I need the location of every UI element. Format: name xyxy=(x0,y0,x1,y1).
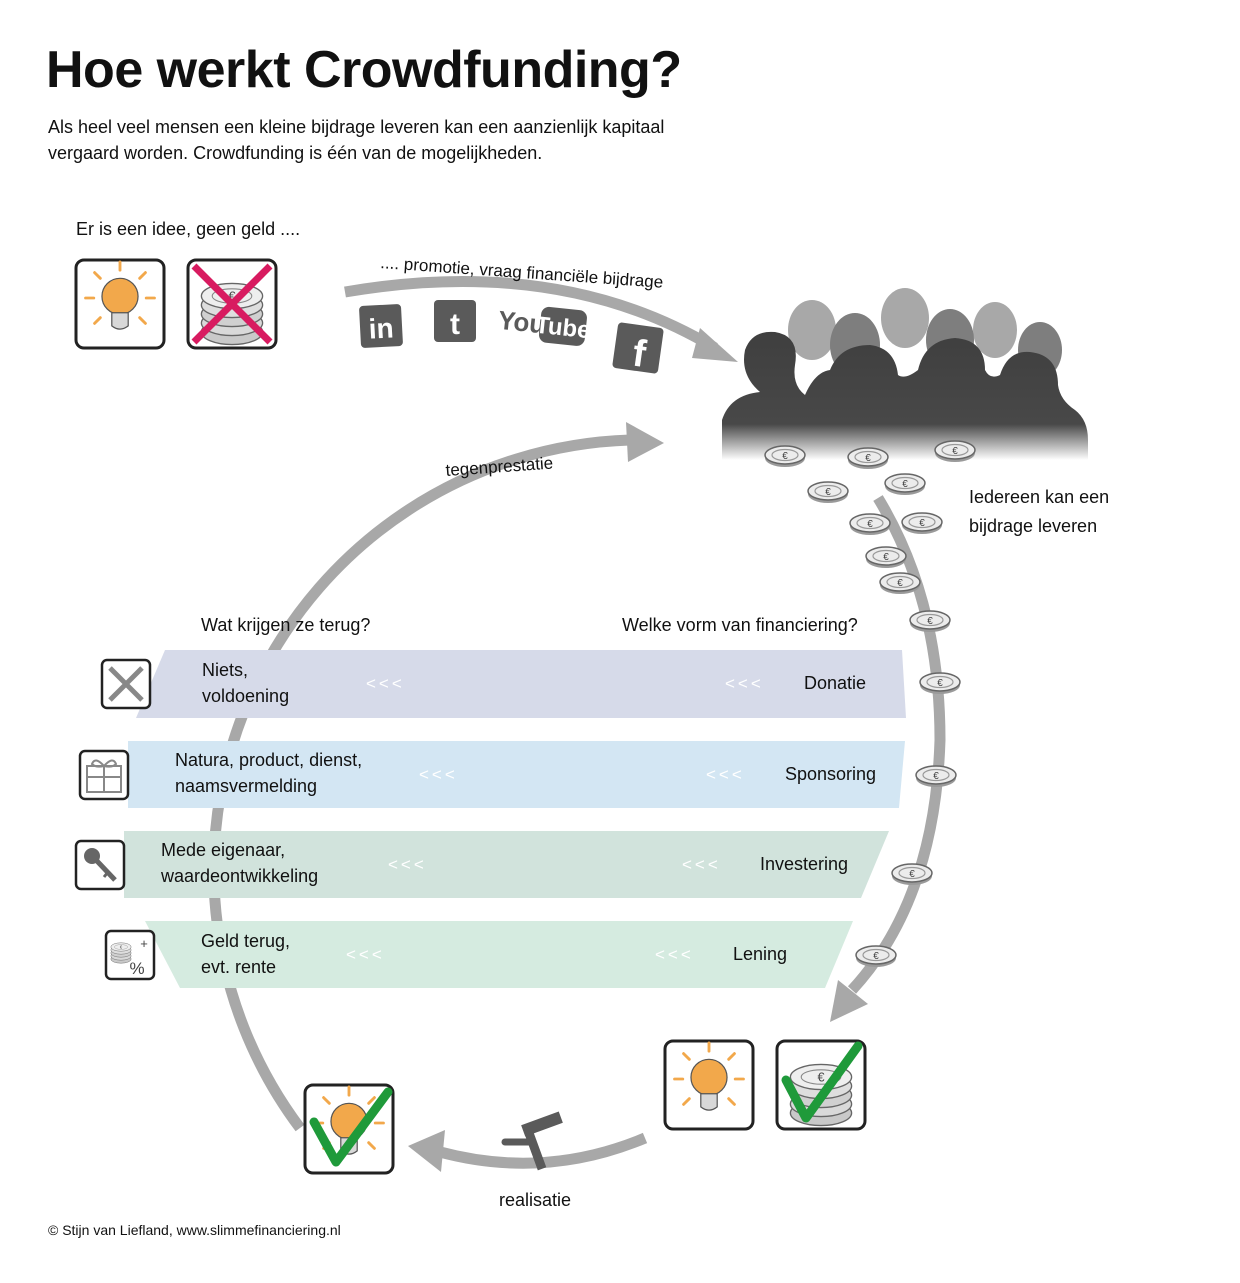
money-check-icon xyxy=(775,1039,867,1131)
return-flow-label: tegenprestatie xyxy=(445,454,554,480)
row-sponsoring-right: Sponsoring xyxy=(785,764,877,784)
row-donatie-right: Donatie xyxy=(804,673,867,693)
funding-arrow xyxy=(847,495,946,994)
row-lening-right: Lening xyxy=(733,944,788,964)
row-sponsoring-arrows-left: <<< xyxy=(419,765,458,784)
promotion-arrow xyxy=(344,276,718,353)
money-percent-icon: + % xyxy=(104,929,156,981)
plus-glyph: + xyxy=(140,936,148,951)
linkedin-glyph: in xyxy=(368,312,394,344)
realised-idea-icon xyxy=(303,1083,395,1175)
idea-bulb-icon xyxy=(74,258,166,350)
row-sponsoring-left-2: naamsvermelding xyxy=(175,776,318,796)
band-donatie xyxy=(136,650,906,718)
table-header-right: Welke vorm van financiering? xyxy=(622,615,858,635)
linkedin-icon: in xyxy=(359,304,403,348)
realisation-label: realisatie xyxy=(499,1190,572,1210)
hammer-icon xyxy=(501,1111,563,1171)
row-investering-arrows-right: <<< xyxy=(682,855,721,874)
copyright: © Stijn van Liefland, www.slimmefinancie… xyxy=(48,1222,341,1238)
page-title: Hoe werkt Crowdfunding? xyxy=(46,41,682,99)
table-header-left: Wat krijgen ze terug? xyxy=(201,615,371,635)
crowd-icon xyxy=(722,288,1088,460)
band-lening xyxy=(145,921,853,988)
row-sponsoring-arrows-right: <<< xyxy=(706,765,745,784)
twitter-glyph: t xyxy=(450,308,460,341)
crowd-label-line1: Iedereen kan een xyxy=(969,487,1110,507)
band-sponsoring xyxy=(128,741,905,808)
youtube-tube: Tube xyxy=(534,312,592,345)
row-lening-arrows-right: <<< xyxy=(655,945,694,964)
youtube-you: You xyxy=(497,305,547,340)
row-investering-left-1: Mede eigenaar, xyxy=(161,840,286,860)
percent-glyph: % xyxy=(129,959,144,978)
row-lening-left-2: evt. rente xyxy=(201,957,277,977)
row-investering-right: Investering xyxy=(760,854,849,874)
nothing-x-icon xyxy=(100,658,152,710)
facebook-icon: f xyxy=(612,322,664,376)
row-donatie-arrows-left: <<< xyxy=(366,674,405,693)
funded-idea-icon xyxy=(663,1039,755,1131)
row-donatie-left-1: Niets, xyxy=(202,660,249,680)
row-investering-left-2: waardeontwikkeling xyxy=(161,866,319,886)
row-donatie-arrows-right: <<< xyxy=(725,674,764,693)
facebook-glyph: f xyxy=(630,333,649,376)
funding-arrow-head xyxy=(830,980,868,1022)
realisation-arrow-head xyxy=(408,1130,445,1172)
gift-icon xyxy=(78,749,130,801)
key-icon xyxy=(74,839,126,891)
row-donatie-left-2: voldoening xyxy=(202,686,290,706)
page-subtitle: Als heel veel mensen een kleine bijdrage… xyxy=(48,117,665,163)
promotion-arrow-head xyxy=(692,328,738,362)
twitter-icon: t xyxy=(434,300,476,342)
band-investering xyxy=(124,831,889,898)
row-sponsoring-left-1: Natura, product, dienst, xyxy=(175,750,363,770)
youtube-icon: You Tube xyxy=(497,305,592,346)
crowd-label-line2: bijdrage leveren xyxy=(969,516,1098,536)
row-investering-arrows-left: <<< xyxy=(388,855,427,874)
no-money-icon xyxy=(186,258,278,350)
return-arrow-head xyxy=(626,422,664,462)
start-label: Er is een idee, geen geld .... xyxy=(76,219,301,239)
row-lening-arrows-left: <<< xyxy=(346,945,385,964)
row-lening-left-1: Geld terug, xyxy=(201,931,291,951)
